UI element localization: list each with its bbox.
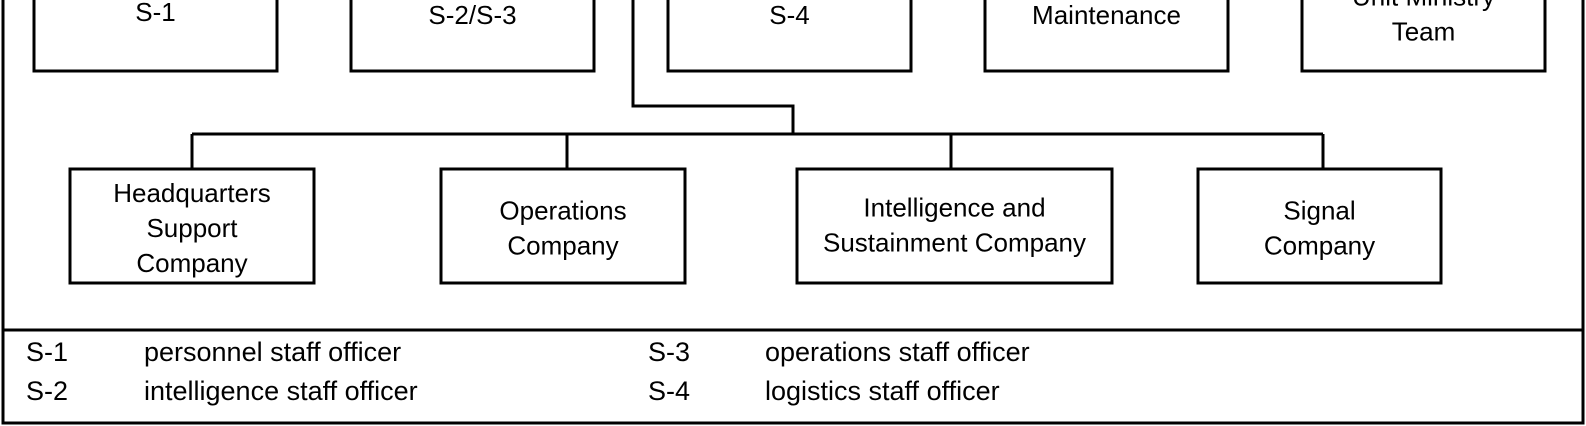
- staff-maintenance-box: Maintenance: [983, 0, 1230, 73]
- legend-definition: intelligence staff officer: [144, 376, 418, 406]
- connector-main: [631, 0, 795, 134]
- staff-s1-label: S-1: [135, 0, 175, 27]
- legend-definition: logistics staff officer: [765, 376, 1000, 406]
- company-signal-company-rect: [1196, 167, 1443, 285]
- connector-lines: [190, 0, 1325, 169]
- staff-s2-s3-box: S-2/S-3: [349, 0, 596, 73]
- legend-abbr: S-1: [26, 337, 69, 367]
- staff-s4-label: S-4: [769, 0, 809, 30]
- company-headquarters-support-company-label: Support: [146, 213, 238, 243]
- company-headquarters-support-company-label: Headquarters: [113, 178, 271, 208]
- legend-definition: operations staff officer: [765, 337, 1030, 367]
- company-signal-company-label: Company: [1264, 231, 1375, 261]
- legend-row-1: S-1 personnel staff officer S-3 operatio…: [0, 334, 1586, 370]
- staff-s4-rect: [666, 0, 913, 73]
- staff-row: S-1 S-2/S-3 S-4 Maintenance Unit MinistryTea…: [32, 0, 1547, 73]
- staff-s2-s3-label: S-2/S-3: [428, 0, 516, 30]
- company-row: HeadquartersSupportCompanyOperationsComp…: [68, 167, 1443, 285]
- staff-maintenance-label: Maintenance: [1032, 0, 1181, 30]
- staff-maintenance-rect: [983, 0, 1230, 73]
- company-operations-company-rect: [439, 167, 687, 285]
- company-intelligence-sustainment-company-label: Sustainment Company: [823, 228, 1086, 258]
- staff-s4-box: S-4: [666, 0, 913, 73]
- staff-s1-rect: [32, 0, 279, 73]
- company-operations-company-label: Operations: [499, 196, 626, 226]
- legend-definition: personnel staff officer: [144, 337, 402, 367]
- legend-row-2: S-2 intelligence staff officer S-4 logis…: [0, 373, 1586, 409]
- legend-abbr: S-4: [648, 376, 691, 406]
- legend-abbr: S-3: [648, 337, 691, 367]
- staff-unit-ministry-team-label: Unit Ministry: [1352, 0, 1495, 12]
- company-operations-company-label: Company: [507, 231, 618, 261]
- staff-s1-box: S-1: [32, 0, 279, 73]
- staff-unit-ministry-team-label: Team: [1392, 17, 1456, 47]
- company-intelligence-sustainment-company-label: Intelligence and: [863, 193, 1045, 223]
- staff-unit-ministry-team-rect: [1300, 0, 1547, 73]
- staff-s2-s3-rect: [349, 0, 596, 73]
- company-headquarters-support-company-label: Company: [136, 248, 247, 278]
- company-signal-company-label: Signal: [1283, 196, 1355, 226]
- legend: S-1 personnel staff officer S-3 operatio…: [0, 330, 1586, 426]
- company-intelligence-sustainment-company-rect: [795, 167, 1114, 285]
- company-headquarters-support-company-rect: [68, 167, 316, 285]
- staff-unit-ministry-team-box: Unit MinistryTeam: [1300, 0, 1547, 73]
- legend-abbr: S-2: [26, 376, 69, 406]
